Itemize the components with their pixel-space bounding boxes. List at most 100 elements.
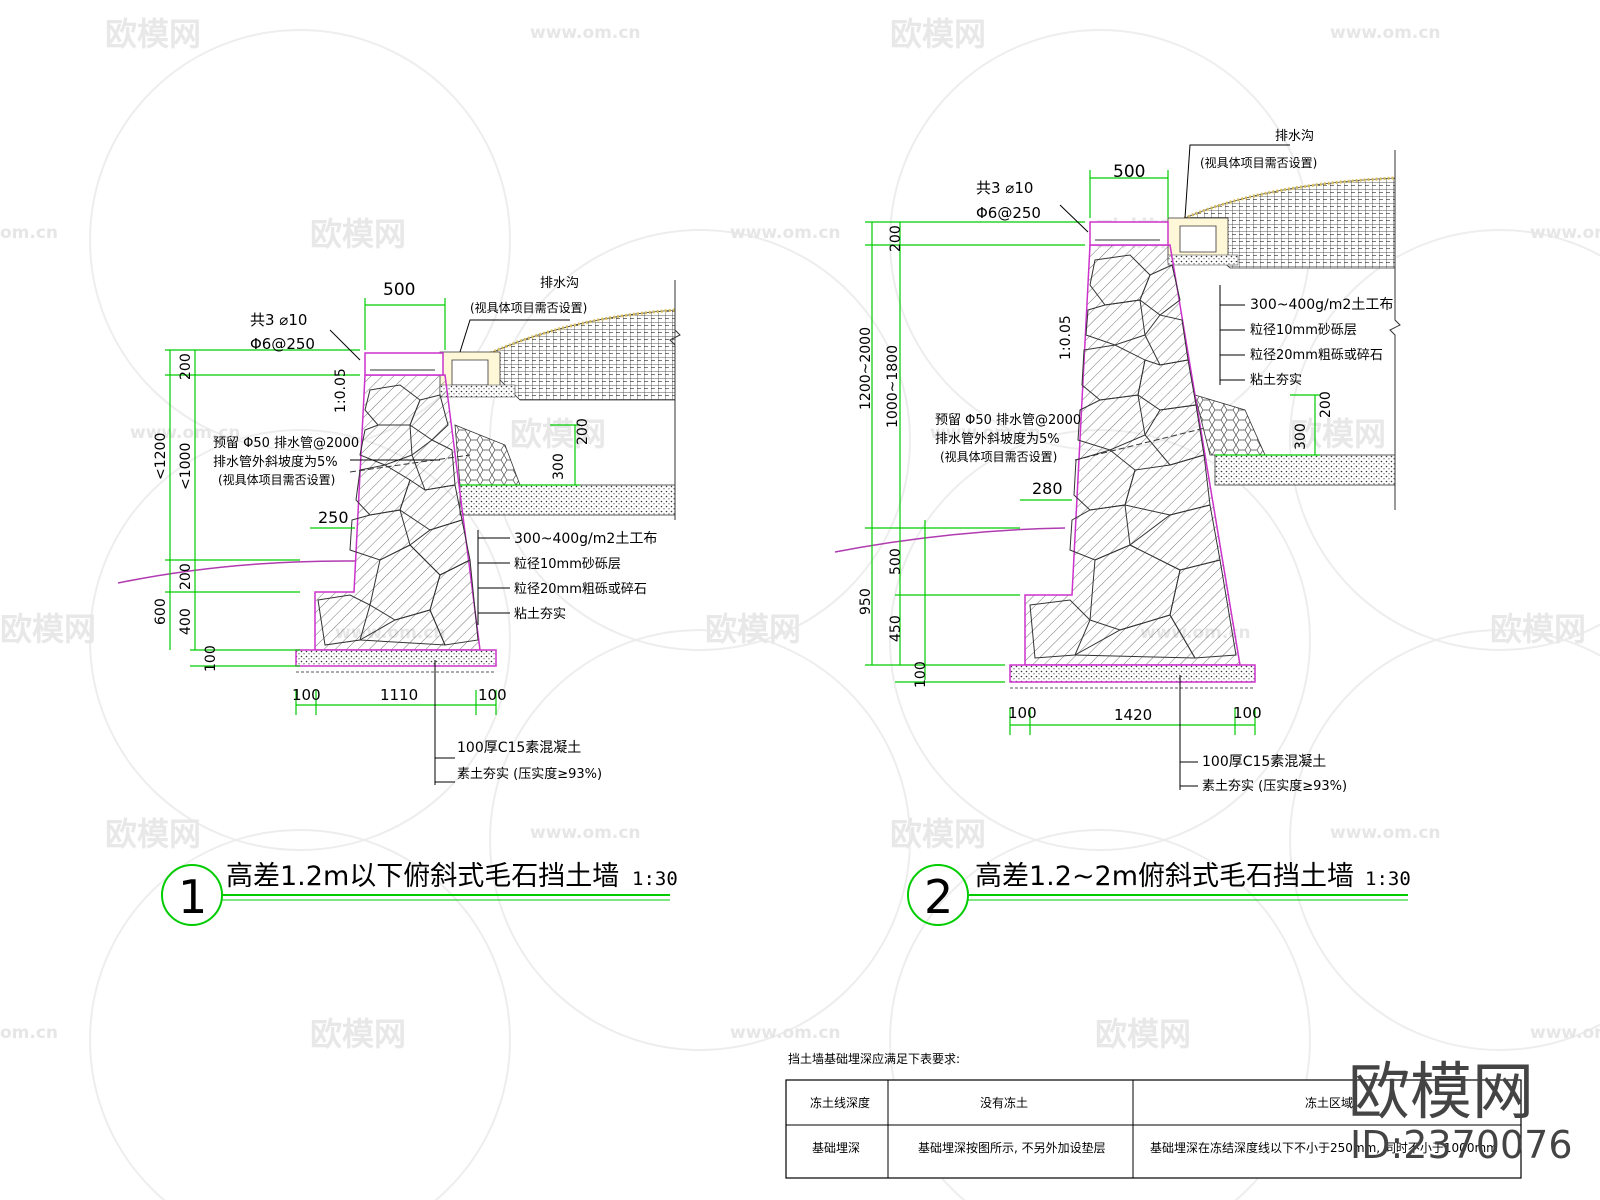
gravel-label: 粒径20mm粗砾或碎石 [514,582,647,597]
dim-200-mid: 200 [178,563,194,590]
drain-label: 排水沟 [1275,129,1314,144]
pipe-label-3: (视具体项目需否设置) [940,449,1057,464]
corner-brand: 欧模网 [1348,1055,1534,1128]
dim-200-top: 200 [888,225,904,252]
watermark-brand: 欧模网 [105,15,201,53]
watermark-brand: 欧模网 [0,610,96,648]
rubble-stones [317,384,479,646]
dim-250: 250 [318,508,349,527]
dim-lt1200: <1200 [153,433,169,480]
base-right-dim: 100 [1233,704,1262,722]
dimension-lines [865,170,1320,735]
leader-lines [1059,144,1290,790]
drawing-title: 高差1.2m以下俯斜式毛石挡土墙 [226,861,619,892]
table-cell: 基础埋深 [812,1141,860,1155]
drain-note: (视具体项目需否设置) [470,300,587,315]
drawing-2: 500 共3 ⌀10 Φ6@250 排水沟 (视具体项目需否设置) 1:0.05… [834,129,1411,926]
dim-500: 500 [888,548,904,575]
top-width-dim: 500 [383,280,415,300]
dim-1000-1800: 1000~1800 [885,345,901,428]
geotextile-label: 300~400g/m2土工布 [1250,297,1393,313]
geotextile-label: 300~400g/m2土工布 [514,531,657,547]
table-caption: 挡土墙基础埋深应满足下表要求: [788,1051,960,1066]
concrete-base [1009,664,1256,683]
ground-line [834,527,1066,553]
base-left-dim: 100 [292,686,321,704]
concrete-label: 100厚C15素混凝土 [1202,754,1326,770]
wall-cap [364,352,444,376]
dimension-lines [165,298,580,715]
pipe-label-3: (视具体项目需否设置) [218,472,335,487]
top-width-dim: 500 [1113,162,1145,182]
rubble-stones [1029,254,1237,659]
clay-label: 粘土夯实 [514,607,566,622]
watermark-url: www.om.cn [730,223,841,243]
dim-280: 280 [1032,479,1063,498]
watermark-url: www.om.cn [130,423,241,443]
drain-note: (视具体项目需否设置) [1200,155,1317,170]
watermark-brand: 欧模网 [890,815,986,853]
concrete-base [295,649,497,667]
slope-label: 1:0.05 [1058,315,1074,360]
drawing-scale: 1:30 [1365,868,1411,890]
watermark-brand: 欧模网 [1095,1015,1191,1053]
watermark-brand: 欧模网 [310,215,406,253]
watermark-url: om.cn [0,1023,58,1043]
base-mid-dim: 1420 [1114,706,1152,724]
ground-line [117,560,356,584]
watermark-url: www.om.cn [1330,23,1441,43]
dim-300: 300 [1293,423,1309,450]
dim-450: 450 [888,615,904,642]
ground-fill [1214,454,1396,486]
watermark-brand: 欧模网 [1490,610,1586,648]
base-mid-dim: 1110 [380,686,418,704]
slope-label: 1:0.05 [333,368,349,413]
watermark-url: www.om.cn [1530,223,1600,243]
gravel-label: 粒径20mm粗砾或碎石 [1250,348,1383,363]
watermark-url: www.om.cn [930,423,1041,443]
watermark-brand: 欧模网 [890,15,986,53]
soil-label: 素土夯实 (压实度≥93%) [457,766,602,782]
stirrup-label: Φ6@250 [250,335,315,353]
depth-table: 挡土墙基础埋深应满足下表要求: 冻土线深度 没有冻土 冻土区域 基础埋深 基础埋… [785,1051,1522,1179]
table-header: 冻土线深度 [810,1095,870,1110]
drawing-number: 2 [924,870,953,924]
dim-1200-2000: 1200~2000 [858,327,874,410]
base-left-dim: 100 [1008,704,1037,722]
watermark-url: om.cn [0,223,58,243]
drawing-number: 1 [178,870,207,924]
table-header: 没有冻土 [980,1095,1028,1110]
watermark-url: www.om.cn [530,23,641,43]
watermark-brand: 欧模网 [105,815,201,853]
dim-lt1000: <1000 [178,443,194,490]
watermark-url: www.om.cn [730,1023,841,1043]
drain-label: 排水沟 [540,276,579,291]
table-cell: 基础埋深按图所示, 不另外加设垫层 [918,1140,1106,1155]
corner-watermark: 欧模网 ID:2370076 [1348,1055,1573,1167]
drawing-title: 高差1.2~2m俯斜式毛石挡土墙 [975,861,1354,892]
pipe-label-2: 排水管外斜坡度为5% [935,431,1060,447]
pipe-label-1: 预留 Φ50 排水管@2000 [213,436,359,451]
drawing-1: 500 共3 ⌀10 Φ6@250 排水沟 (视具体项目需否设置) 1:0.05… [117,276,681,926]
stirrup-label: Φ6@250 [976,204,1041,222]
dim-950: 950 [858,588,874,615]
dim-400: 400 [178,608,194,635]
corner-id: ID:2370076 [1350,1123,1573,1167]
dim-100: 100 [203,645,219,672]
table-header: 冻土区域 [1305,1095,1353,1110]
dim-600: 600 [153,598,169,625]
pipe-label-1: 预留 Φ50 排水管@2000 [935,413,1081,428]
drawing-scale: 1:30 [632,868,678,890]
dim-200: 200 [1318,391,1334,418]
clay-label: 粘土夯实 [1250,373,1302,388]
dim-200-top: 200 [178,353,194,380]
watermark-url: www.om.cn [1530,1023,1600,1043]
dim-200: 200 [575,418,591,445]
watermark-url: www.om.cn [530,823,641,843]
rebar-label: 共3 ⌀10 [250,311,307,329]
sand-label: 粒径10mm砂砾层 [514,557,621,572]
rebar-label: 共3 ⌀10 [976,179,1033,197]
watermark-brand: 欧模网 [705,610,801,648]
watermark-brand: 欧模网 [310,1015,406,1053]
